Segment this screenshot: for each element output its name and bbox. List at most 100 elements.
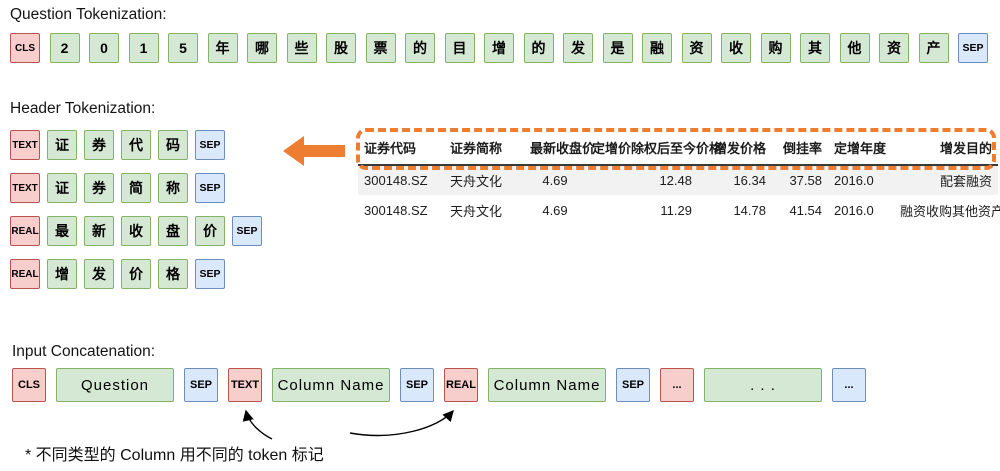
table-cell: 4.69 [542, 202, 568, 218]
token-char: Question [56, 368, 174, 402]
token-sep: SEP [616, 368, 650, 402]
token-sep: SEP [400, 368, 434, 402]
table-cell: 11.29 [660, 202, 692, 218]
token-char: 股 [326, 33, 356, 63]
column-header: 最新收盘价 [530, 141, 596, 156]
token-special: TEXT [10, 130, 40, 160]
column-header: 证券简称 [450, 141, 503, 156]
column-header: 增发价格 [713, 141, 766, 156]
token-char: 格 [158, 259, 188, 289]
token-char: 证 [47, 130, 77, 160]
table-cell: 融资收购其他资产 [900, 203, 1000, 219]
header-section-title: Header Tokenization: [10, 100, 156, 117]
stock-table-header: 证券代码 证券简称 最新收盘价定增价除权后至今价格增发价格 倒挂率定增年度 增发目的 [358, 131, 998, 165]
token-char: 是 [602, 33, 633, 63]
token-special: CLS [12, 368, 46, 402]
arrow-to-real-token [349, 409, 454, 437]
token-sep: SEP [232, 216, 262, 246]
table-cell: 14.78 [733, 202, 766, 218]
token-char: Column Name [488, 368, 606, 402]
token-sep: SEP [195, 173, 225, 203]
token-char: 券 [84, 173, 114, 203]
token-char: 资 [879, 33, 909, 63]
table-row: 300148.SZ 天舟文化 4.69 12.48 16.34 37.58 2016.0 配套… [358, 165, 998, 195]
token-char: 券 [84, 130, 114, 160]
token-char: 的 [405, 33, 435, 63]
token-char: 产 [918, 33, 949, 63]
concat-section-title: Input Concatenation: [12, 343, 156, 360]
token-char: 最 [47, 216, 77, 246]
token-char: 增 [47, 259, 77, 289]
table-header-row: 证券代码 证券简称 最新收盘价定增价除权后至今价格增发价格 倒挂率定增年度 增发目的 [358, 131, 998, 165]
token-char: 资 [681, 33, 712, 63]
token-char: 他 [839, 33, 870, 63]
stock-table: 证券代码 证券简称 最新收盘价定增价除权后至今价格增发价格 倒挂率定增年度 增发目的 3… [358, 131, 1000, 225]
token-sep: SEP [195, 130, 225, 160]
token-char: 发 [563, 33, 593, 63]
token-special: TEXT [228, 368, 262, 402]
token-char: 其 [800, 33, 830, 63]
concat-token-row: CLS Question SEP TEXT Column Name SEP REAL Colu… [12, 368, 866, 402]
token-char: 些 [286, 33, 317, 63]
table-cell: 12.48 [659, 173, 692, 188]
column-header: 证券代码 [364, 141, 417, 156]
column-header: 定增价除权后至今价格 [592, 141, 723, 156]
token-char: 目 [444, 33, 475, 63]
table-cell: 300148.SZ [364, 173, 428, 188]
token-special: CLS [10, 33, 40, 63]
token-char: 价 [121, 259, 151, 289]
token-char: 盘 [158, 216, 188, 246]
token-char: 购 [760, 33, 791, 63]
token-char: 1 [128, 33, 159, 63]
token-char: 票 [365, 33, 396, 63]
token-special: TEXT [10, 173, 40, 203]
token-char: 融 [642, 33, 672, 63]
token-special: REAL [10, 216, 40, 246]
table-cell: 300148.SZ [364, 202, 428, 218]
token-special: REAL [444, 368, 478, 402]
table-cell: 配套融资 [939, 174, 992, 189]
table-cell: 2016.0 [834, 173, 874, 188]
token-sep: ... [832, 368, 866, 402]
left-arrow-icon [283, 136, 345, 166]
annotation-arrows [242, 409, 454, 440]
column-header: 增发目的 [939, 141, 992, 156]
stock-table-body: 300148.SZ 天舟文化 4.69 12.48 16.34 37.58 2016.0 配套… [358, 165, 1000, 225]
token-char: . . . [704, 368, 822, 402]
token-char: 增 [484, 33, 514, 63]
table-cell: 2016.0 [834, 202, 874, 218]
table-cell: 16.34 [733, 173, 766, 188]
token-char: 2 [49, 33, 80, 63]
table-cell: 4.69 [542, 173, 568, 188]
token-char: 新 [84, 216, 114, 246]
table-cell: 37.58 [789, 173, 822, 188]
token-char: Column Name [272, 368, 390, 402]
token-sep: SEP [195, 259, 225, 289]
token-char: 发 [84, 259, 114, 289]
token-char: 证 [47, 173, 77, 203]
column-header: 倒挂率 [782, 141, 822, 156]
token-char: 称 [158, 173, 188, 203]
token-char: 的 [523, 33, 554, 63]
table-cell: 天舟文化 [450, 203, 503, 219]
token-sep: SEP [184, 368, 218, 402]
question-section-title: Question Tokenization: [10, 6, 167, 23]
token-char: 简 [121, 173, 151, 203]
sample-table: 证券代码 证券简称 最新收盘价定增价除权后至今价格增发价格 倒挂率定增年度 增发目的 3… [356, 128, 1000, 225]
table-cell: 天舟文化 [450, 174, 503, 189]
token-char: 年 [207, 33, 238, 63]
arrow-to-text-token [242, 409, 273, 440]
token-char: 收 [121, 216, 151, 246]
token-char: 0 [89, 33, 119, 63]
token-sep: SEP [958, 33, 988, 63]
token-special: ... [660, 368, 694, 402]
column-header: 定增年度 [834, 141, 887, 156]
token-char: 代 [121, 130, 151, 160]
token-char: 价 [195, 216, 225, 246]
